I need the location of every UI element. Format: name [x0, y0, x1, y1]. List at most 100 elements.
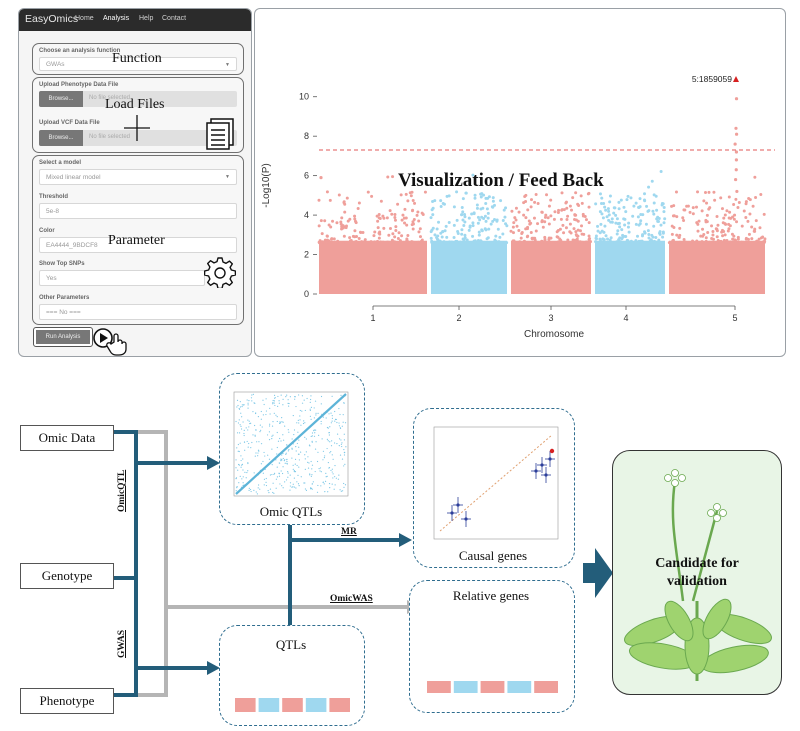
snp-point: [732, 202, 736, 206]
snp-point: [715, 235, 719, 239]
qtl-dot: [314, 470, 316, 473]
function-select[interactable]: GWAs ▼: [39, 57, 237, 71]
qtl-dot: [334, 410, 336, 413]
qtl-dot: [343, 452, 346, 454]
phenotype-browse-button[interactable]: Browse...: [39, 91, 83, 107]
snp-point: [470, 241, 474, 245]
snp-point: [545, 193, 549, 197]
snp-point: [502, 208, 506, 212]
snp-point: [460, 232, 464, 236]
qtl-dot: [240, 466, 242, 468]
qtls-box: [219, 625, 365, 726]
omic-data-box: Omic Data: [20, 425, 114, 451]
qtl-dot: [332, 477, 334, 479]
nav-contact[interactable]: Contact: [162, 15, 187, 22]
snp-point: [587, 205, 591, 209]
snp-point: [455, 218, 459, 222]
qtl-dot: [256, 493, 258, 495]
qtl-dot: [274, 404, 276, 407]
phenotype-file-input[interactable]: Browse... No file selected: [39, 91, 237, 107]
snp-point: [398, 239, 402, 243]
snp-point: [637, 239, 641, 243]
qtl-dot: [282, 439, 285, 441]
other-params-input[interactable]: === No ===: [39, 304, 237, 320]
snp-point: [433, 233, 437, 237]
qtl-dot: [323, 483, 325, 485]
qtl-dot: [272, 491, 274, 494]
snp-point: [379, 240, 383, 244]
nav-help[interactable]: Help: [139, 15, 154, 22]
qtl-dot: [276, 466, 278, 468]
qtl-dot: [276, 453, 278, 455]
qtl-dot: [284, 481, 286, 483]
qtl-dot: [281, 421, 283, 423]
qtl-dot: [235, 477, 237, 480]
snp-point: [353, 214, 357, 218]
run-analysis-button[interactable]: Run Analysis: [36, 330, 90, 344]
snp-point: [411, 199, 415, 203]
x-tick-label: 4: [623, 313, 628, 323]
nav-home[interactable]: Home: [75, 15, 94, 22]
documents-icon: [206, 118, 234, 150]
qtl-dot: [303, 482, 305, 484]
qtl-dot: [305, 451, 307, 453]
snp-point: [587, 234, 591, 238]
mini-manhattan-band: [329, 698, 350, 712]
qtl-dot: [294, 463, 296, 465]
qtl-dot: [263, 484, 265, 486]
snp-point: [748, 212, 752, 216]
model-select[interactable]: Mixed linear model ▼: [39, 169, 237, 185]
qtl-dot: [312, 481, 314, 483]
snp-point: [523, 195, 527, 199]
qtl-dot: [268, 425, 271, 427]
snp-point: [735, 189, 739, 194]
snp-point: [492, 218, 496, 222]
qtl-dot: [259, 488, 261, 490]
snp-point: [744, 237, 748, 241]
qtl-dot: [285, 396, 287, 398]
snp-point: [587, 191, 591, 195]
snp-point: [437, 220, 441, 224]
qtl-dot: [265, 410, 268, 412]
threshold-input[interactable]: 5e-8: [39, 203, 237, 219]
qtl-dot: [328, 434, 330, 436]
vcf-file-input[interactable]: Browse... No file selected: [39, 130, 237, 146]
snp-point: [762, 240, 766, 244]
qtl-dot: [247, 462, 249, 465]
qtl-dot: [236, 399, 239, 401]
qtl-dot: [272, 401, 274, 404]
top-snp-marker: [733, 75, 739, 82]
snp-point: [455, 190, 459, 194]
vcf-browse-button[interactable]: Browse...: [39, 130, 83, 146]
snp-point: [557, 240, 561, 244]
snp-point: [513, 216, 517, 220]
qtl-dot: [293, 477, 295, 479]
qtl-dot: [309, 401, 311, 404]
top-snps-select[interactable]: Yes: [39, 270, 205, 286]
snp-point: [411, 222, 415, 226]
qtl-dot: [263, 403, 265, 406]
snp-point: [547, 238, 551, 242]
snp-point: [573, 217, 577, 221]
big-arrow-to-candidate: [583, 548, 613, 598]
qtl-dot: [309, 473, 311, 475]
snp-point: [480, 192, 484, 196]
brand-logo[interactable]: EasyOmics: [25, 13, 79, 25]
snp-point: [703, 190, 707, 194]
snp-point: [436, 238, 440, 242]
snp-point: [355, 235, 359, 239]
qtl-dot: [324, 455, 326, 457]
mr-point: [450, 511, 454, 515]
snp-point: [393, 212, 397, 216]
snp-point: [678, 226, 682, 230]
qtl-dot: [326, 438, 328, 440]
qtl-dot: [289, 396, 291, 398]
color-input[interactable]: EA4444_9BDCF8: [39, 237, 237, 253]
snp-point: [652, 201, 656, 205]
snp-point: [484, 201, 488, 205]
snp-point: [645, 204, 649, 208]
snp-point: [493, 203, 497, 207]
nav-analysis[interactable]: Analysis: [103, 15, 130, 22]
snp-point: [491, 199, 495, 203]
snp-point: [373, 230, 377, 234]
